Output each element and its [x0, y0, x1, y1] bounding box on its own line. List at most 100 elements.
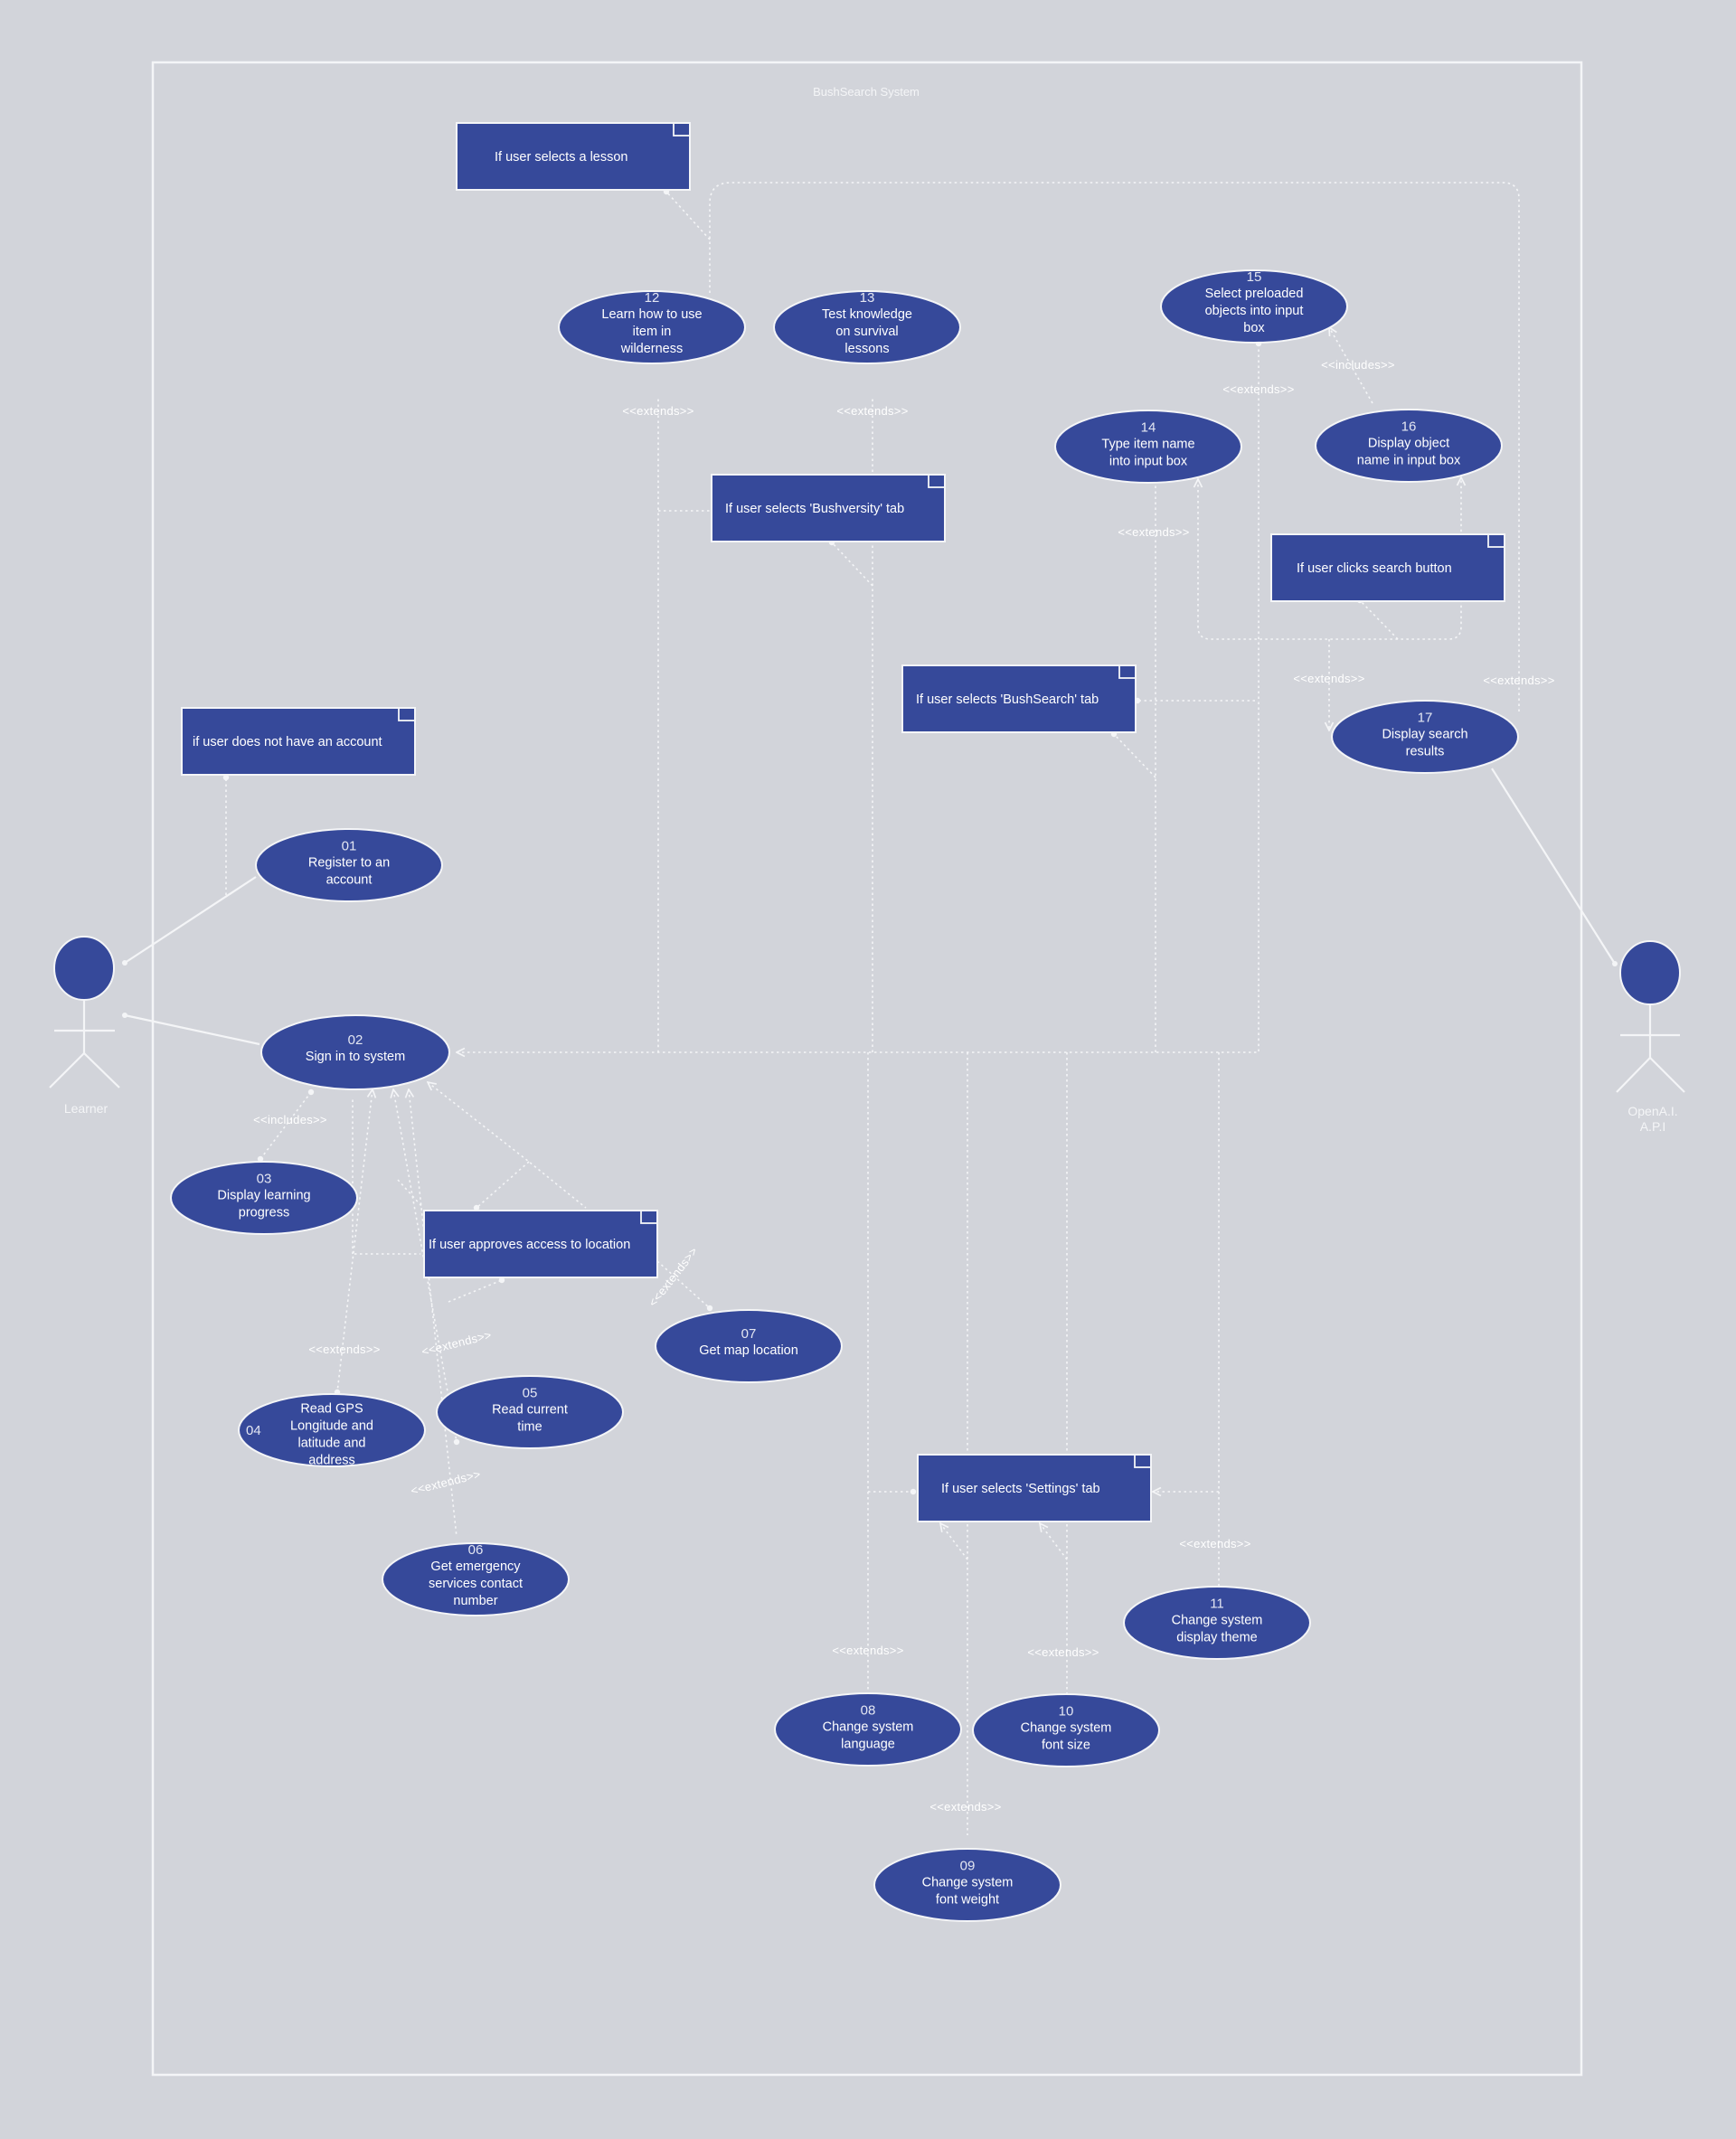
rel-extends-11: <<extends>>	[1179, 1537, 1250, 1550]
use-case-label: Read GPS	[300, 1402, 363, 1417]
rel-includes-16: <<includes>>	[1321, 358, 1395, 372]
use-case-number: 14	[1141, 420, 1156, 436]
use-case-label: item in	[633, 325, 672, 339]
svg-text:If user approves access to loc: If user approves access to location	[429, 1238, 630, 1252]
use-case-label: on survival	[835, 325, 898, 339]
note-bushversity-tab: If user selects 'Bushversity' tab	[711, 474, 946, 542]
use-case-ellipse	[260, 1014, 450, 1090]
use-case-number: 07	[741, 1326, 757, 1342]
use-case-label: latitude and	[298, 1437, 366, 1451]
use-case-label: Get map location	[699, 1343, 798, 1358]
use-case-ellipse	[382, 1542, 570, 1616]
use-case-label: Change system	[823, 1720, 914, 1735]
use-case-label: Get emergency	[430, 1559, 521, 1574]
note-no-account: if user does not have an account	[181, 707, 416, 776]
rel-extends-08: <<extends>>	[832, 1644, 903, 1657]
svg-text:If user selects 'Bushversity': If user selects 'Bushversity' tab	[725, 502, 904, 516]
connectors	[122, 182, 1618, 1835]
use-case-label: number	[453, 1594, 497, 1608]
use-case-label: Longitude and	[290, 1419, 373, 1434]
use-case-label: Register to an	[308, 856, 390, 871]
rel-extends-12: <<extends>>	[622, 404, 693, 418]
use-case-label: Change system	[1021, 1721, 1112, 1736]
use-case-label: wilderness	[620, 342, 684, 356]
use-case-label: font weight	[936, 1893, 999, 1908]
use-case-label: name in input box	[1357, 454, 1461, 468]
use-case-number: 09	[960, 1859, 976, 1874]
assoc-learner-signin	[124, 1013, 260, 1046]
system-title: BushSearch System	[813, 85, 920, 99]
use-case-label: Display search	[1382, 728, 1467, 742]
rel-extends-04: <<extends>>	[308, 1343, 380, 1356]
note-bushsearch-tab: If user selects 'BushSearch' tab	[901, 664, 1137, 733]
use-case-number: 12	[645, 290, 660, 306]
use-case-number: 08	[861, 1703, 876, 1719]
use-case-ellipse	[1160, 269, 1348, 344]
note-settings-tab: If user selects 'Settings' tab	[917, 1454, 1152, 1522]
rel-extends-17a: <<extends>>	[1293, 672, 1364, 685]
svg-text:If user selects a lesson: If user selects a lesson	[495, 150, 628, 165]
use-case-number: 05	[523, 1386, 538, 1401]
svg-text:if user does not have an accou: if user does not have an account	[193, 735, 382, 749]
use-case-label: progress	[239, 1206, 289, 1220]
use-case-label: Display learning	[217, 1189, 310, 1203]
use-case-label: Test knowledge	[822, 307, 912, 322]
svg-text:If user selects 'BushSearch' t: If user selects 'BushSearch' tab	[916, 693, 1099, 707]
rel-extends-10: <<extends>>	[1027, 1645, 1099, 1659]
use-case-ellipse	[238, 1393, 426, 1467]
use-case-ellipse	[255, 828, 443, 902]
use-case-label: time	[517, 1420, 542, 1435]
use-case-label: lessons	[844, 342, 889, 356]
use-case-label: account	[326, 873, 373, 888]
use-case-number: 02	[348, 1032, 363, 1048]
use-case-label: display theme	[1176, 1631, 1257, 1645]
use-case-ellipse	[773, 290, 961, 364]
use-case-label: font size	[1042, 1739, 1090, 1753]
use-case-label: Change system	[922, 1876, 1014, 1890]
use-case-ellipse	[873, 1848, 1061, 1922]
use-case-ellipse	[1315, 409, 1503, 483]
rel-extends-09: <<extends>>	[929, 1800, 1001, 1814]
use-case-ellipse	[1331, 700, 1519, 774]
use-case-number: 01	[342, 839, 357, 854]
note-if-user-selects-a-lesson: If user selects a lesson	[456, 122, 691, 191]
use-case-label: address	[308, 1454, 355, 1468]
use-case-number: 10	[1059, 1704, 1074, 1720]
note-search-button: If user clicks search button	[1270, 533, 1505, 602]
use-case-number: 06	[468, 1542, 484, 1558]
use-case-ellipse	[972, 1693, 1160, 1767]
assoc-learner-register	[124, 876, 257, 964]
svg-text:If user clicks search button: If user clicks search button	[1297, 561, 1452, 576]
use-case-label: Sign in to system	[306, 1050, 405, 1064]
rel-extends-15: <<extends>>	[1222, 382, 1294, 396]
use-case-number: 13	[860, 290, 875, 306]
use-case-label: Type item name	[1101, 438, 1194, 452]
use-case-label: Change system	[1172, 1614, 1263, 1628]
notes: If user selects a lesson If user selects…	[181, 122, 1505, 1522]
use-case-label: services contact	[429, 1577, 523, 1591]
rel-extends-06: <<extends>>	[410, 1467, 482, 1498]
use-case-number: 11	[1210, 1597, 1224, 1612]
use-case-label: Learn how to use	[601, 307, 702, 322]
system-boundary	[151, 61, 1583, 2077]
rel-extends-05: <<extends>>	[420, 1328, 493, 1359]
use-case-label: Display object	[1368, 437, 1449, 451]
use-case-label: Read current	[492, 1403, 568, 1418]
use-case-ellipse	[774, 1692, 962, 1767]
